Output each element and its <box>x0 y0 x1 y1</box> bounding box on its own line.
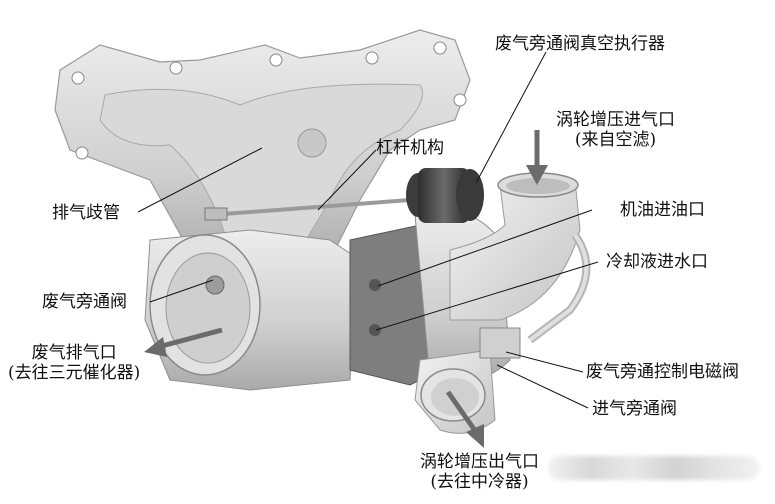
label-wastegate-vacuum-actuator: 废气旁通阀真空执行器 <box>495 34 665 54</box>
label-intake-bypass-valve: 进气旁通阀 <box>592 399 677 419</box>
arrow-left-icon <box>144 337 167 357</box>
label-coolant-inlet: 冷却液进水口 <box>606 252 708 272</box>
label-turbo-air-outlet: 涡轮增压出气口 (去往中冷器) <box>420 452 539 492</box>
label-exhaust-outlet-note: (去往三元催化器) <box>8 363 141 383</box>
leader-lines <box>137 51 599 409</box>
label-oil-inlet: 机油进油口 <box>620 200 705 220</box>
arrow-down-right-icon <box>466 424 484 448</box>
label-lever-mechanism: 杠杆机构 <box>376 138 444 158</box>
exhaust-manifold <box>54 29 471 271</box>
label-exhaust-manifold: 排气歧管 <box>52 203 120 223</box>
intake-pipe <box>449 172 591 344</box>
arrow-down-icon <box>526 165 548 185</box>
label-wastegate-valve: 废气旁通阀 <box>42 292 127 312</box>
compressor-outlet <box>414 349 496 434</box>
turbine-housing <box>144 229 361 391</box>
label-wastegate-solenoid: 废气旁通控制电磁阀 <box>586 362 739 382</box>
flow-arrows <box>144 130 548 448</box>
label-turbo-air-outlet-note: (去往中冷器) <box>430 472 529 492</box>
label-turbo-air-inlet-title: 涡轮增压进气口 <box>556 110 675 130</box>
watermark-blur <box>548 456 760 480</box>
label-exhaust-outlet-title: 废气排气口 <box>31 343 117 363</box>
label-turbo-air-inlet-note: (来自空滤) <box>574 130 657 150</box>
solenoid-valve <box>479 327 521 359</box>
label-turbo-air-inlet: 涡轮增压进气口 (来自空滤) <box>556 110 675 150</box>
label-exhaust-outlet: 废气排气口 (去往三元催化器) <box>8 343 140 383</box>
label-turbo-air-outlet-title: 涡轮增压出气口 <box>420 452 539 472</box>
